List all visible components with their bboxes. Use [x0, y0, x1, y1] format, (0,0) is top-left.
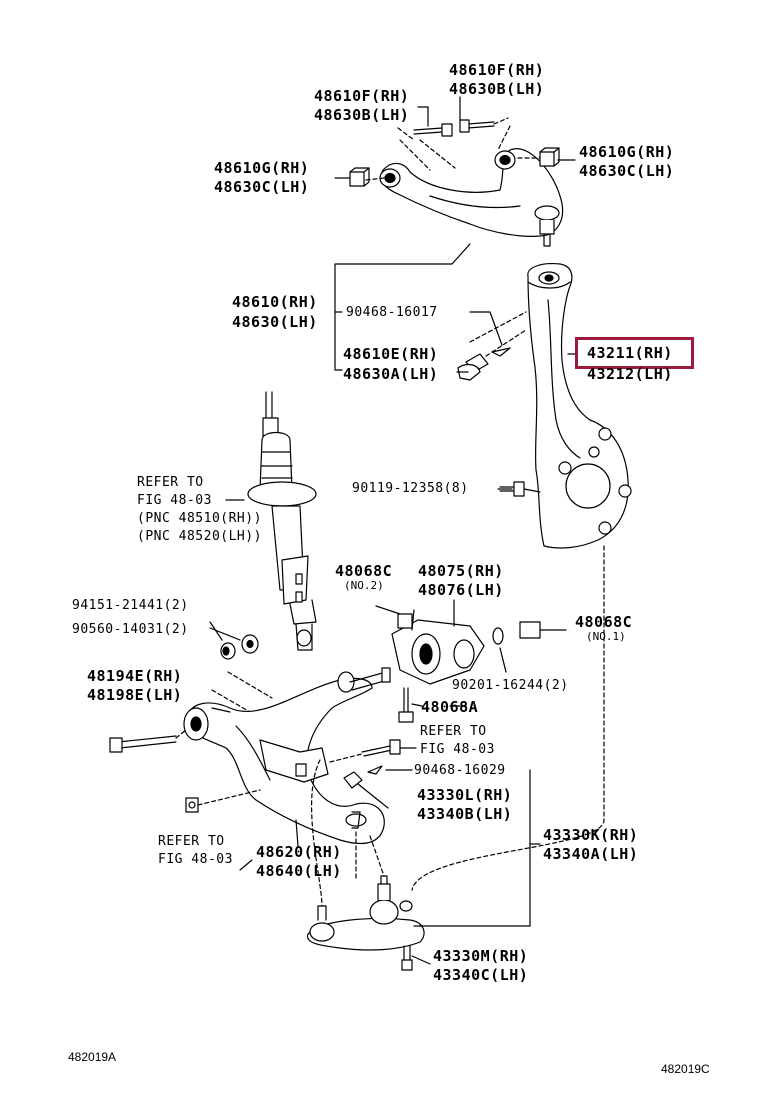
label-48630b-lh-2: 48630B(LH) [314, 106, 410, 124]
label-43330m-rh: 43330M(RH) [433, 947, 529, 965]
label-48610f-rh: 48610F(RH) [449, 61, 545, 79]
leader-bracket-43330k [411, 769, 541, 965]
label-48068c-no2: 48068C [335, 562, 393, 580]
upper-control-arm [379, 148, 564, 247]
label-48610e-rh: 48610E(RH) [343, 345, 439, 363]
label-48198e-lh: 48198E(LH) [87, 686, 183, 704]
label-48630-lh: 48630(LH) [232, 313, 318, 331]
label-43330k-rh: 43330K(RH) [543, 826, 639, 844]
lower-arm-nut [185, 789, 261, 813]
leader-lines-upper [334, 96, 576, 371]
label-48075-rh: 48075(RH) [418, 562, 504, 580]
label-48620-rh: 48620(RH) [256, 843, 342, 861]
label-43330l-rh: 43330L(RH) [417, 786, 513, 804]
label-fig-48-03-1: FIG 48-03 [137, 493, 212, 508]
lower-control-arm [183, 667, 391, 845]
label-90201-16244: 90201-16244(2) [452, 678, 569, 693]
label-refer-to-1: REFER TO [137, 475, 204, 490]
label-43340a-lh: 43340A(LH) [543, 845, 639, 863]
bolt-48068a [398, 687, 423, 723]
upper-arm-bolts [349, 117, 560, 187]
highlight-box-43211 [575, 337, 694, 369]
label-fig-48-03-2: FIG 48-03 [420, 742, 495, 757]
knuckle-bolt [497, 481, 541, 497]
label-refer-to-2: REFER TO [420, 724, 487, 739]
shock-absorber [225, 391, 317, 651]
lower-arm-bolt [109, 729, 187, 753]
label-90468-16017: 90468-16017 [346, 305, 438, 320]
footer-code-right: 482019C [661, 1062, 710, 1076]
label-90468-16029: 90468-16029 [414, 763, 506, 778]
clip-nut-16017 [456, 311, 527, 381]
label-48068a: 48068A [421, 698, 479, 716]
leader-lines-lower [211, 705, 467, 871]
footer-code-left: 482019A [68, 1050, 117, 1064]
note-no2: (NO.2) [344, 579, 384, 592]
label-48194e-rh: 48194E(RH) [87, 667, 183, 685]
ball-joint [306, 875, 425, 971]
label-48610f-rh-2: 48610F(RH) [314, 87, 410, 105]
label-48630a-lh: 48630A(LH) [343, 365, 439, 383]
label-94151-21441: 94151-21441(2) [72, 598, 189, 613]
label-48640-lh: 48640(LH) [256, 862, 342, 880]
lower-arm-bushing [375, 599, 567, 685]
label-90560-14031: 90560-14031(2) [72, 622, 189, 637]
label-90119-12358: 90119-12358(8) [352, 481, 469, 496]
label-refer-to-3: REFER TO [158, 834, 225, 849]
label-48068c-no1: 48068C [575, 613, 633, 631]
label-43211-rh: 43211(RH) [587, 344, 673, 362]
label-pnc-48510: (PNC 48510(RH)) [137, 511, 262, 526]
label-48610g-rh-right: 48610G(RH) [579, 143, 675, 161]
note-no1: (NO.1) [586, 630, 626, 643]
label-48630c-lh-right: 48630C(LH) [579, 162, 675, 180]
stabilizer-hardware [209, 621, 273, 713]
label-48610g-rh-left: 48610G(RH) [214, 159, 310, 177]
clip-nut-16029 [343, 765, 413, 809]
second-bolt [329, 739, 417, 763]
label-pnc-48520: (PNC 48520(LH)) [137, 529, 262, 544]
assembly-dashed-lines [311, 545, 605, 907]
label-48610-rh: 48610(RH) [232, 293, 318, 311]
label-43340b-lh: 43340B(LH) [417, 805, 513, 823]
steering-knuckle [527, 263, 632, 549]
label-43212-lh: 43212(LH) [587, 365, 673, 383]
label-48630c-lh-left: 48630C(LH) [214, 178, 310, 196]
label-43340c-lh: 43340C(LH) [433, 966, 529, 984]
label-fig-48-03-3: FIG 48-03 [158, 852, 233, 867]
label-48630b-lh: 48630B(LH) [449, 80, 545, 98]
label-48076-lh: 48076(LH) [418, 581, 504, 599]
